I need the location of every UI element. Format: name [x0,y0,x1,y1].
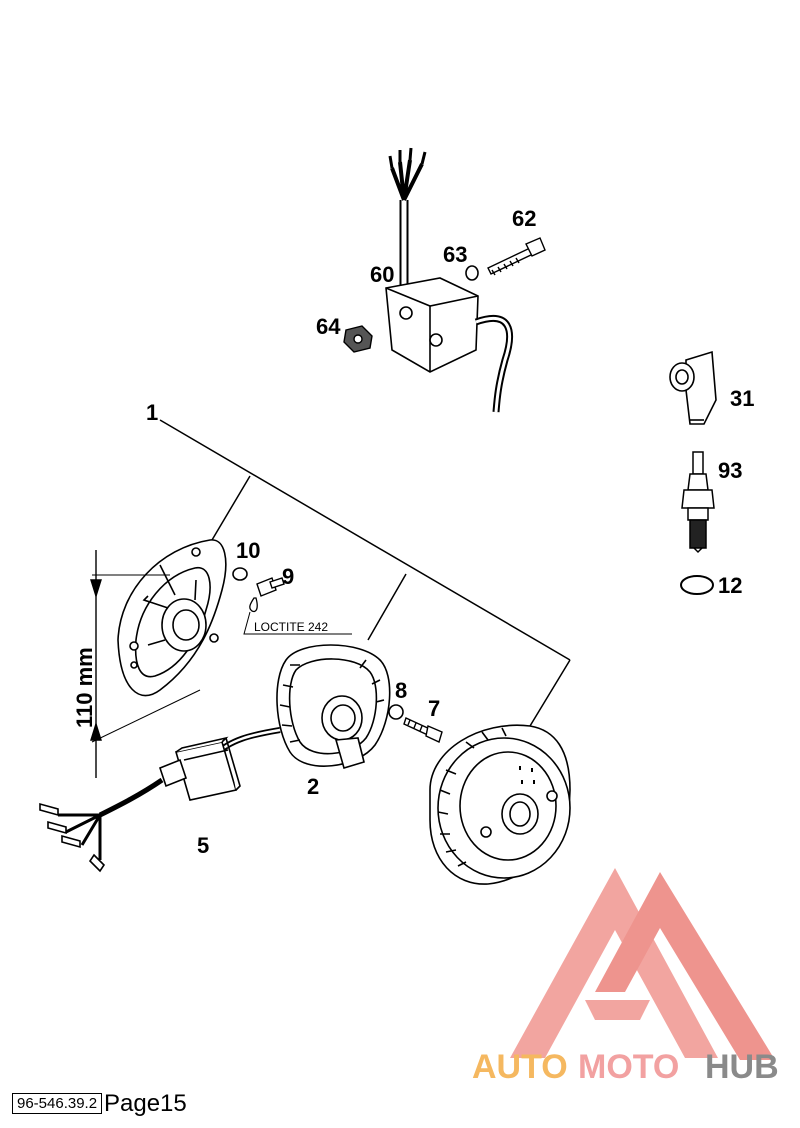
stator-coil-part-2 [212,644,391,769]
document-number: 96-546.39.2 [12,1093,103,1114]
washer-part-63 [465,265,479,281]
label-part-31: 31 [730,386,754,411]
label-part-5: 5 [197,833,209,858]
label-part-64: 64 [316,314,341,339]
logo-text-hub: HUB [705,1048,779,1086]
dimension-label: 110 mm [72,647,97,728]
loctite-label: LOCTITE 242 [254,620,328,634]
bolt-part-7 [403,717,443,743]
pickup-part-5 [39,736,241,873]
flywheel-rotor [429,724,571,885]
label-part-7: 7 [428,696,440,721]
label-part-60: 60 [370,262,394,287]
label-part-63: 63 [443,242,467,267]
logo-text-auto: AUTO [472,1048,568,1086]
loctite-leader-line [243,611,352,635]
cdi-unit-part-60 [385,147,514,413]
bolt-part-9 [256,577,285,597]
loctite-drop-icon [249,597,258,613]
logo-text-moto: MOTO [578,1048,679,1086]
leader-lines-part-1 [159,419,571,727]
label-part-10: 10 [236,538,260,563]
washer-part-10 [232,567,248,581]
logo-triangle-icon [510,868,775,1060]
label-part-9: 9 [282,564,294,589]
washer-part-8 [388,704,404,720]
label-part-1: 1 [146,400,158,425]
spark-plug-cap-part-31 [669,350,717,425]
spark-plug-part-93 [681,451,715,554]
automotohub-logo: AUTO MOTO HUB [472,868,779,1086]
bolt-part-62 [487,237,546,276]
label-part-2: 2 [307,774,319,799]
label-part-93: 93 [718,458,742,483]
dimension-110mm [90,550,201,778]
label-part-8: 8 [395,678,407,703]
label-part-12: 12 [718,573,742,598]
stator-plate [117,539,227,697]
label-part-62: 62 [512,206,536,231]
o-ring-part-12 [680,575,714,595]
page-number: Page15 [104,1090,187,1117]
nut-part-64 [343,325,373,353]
